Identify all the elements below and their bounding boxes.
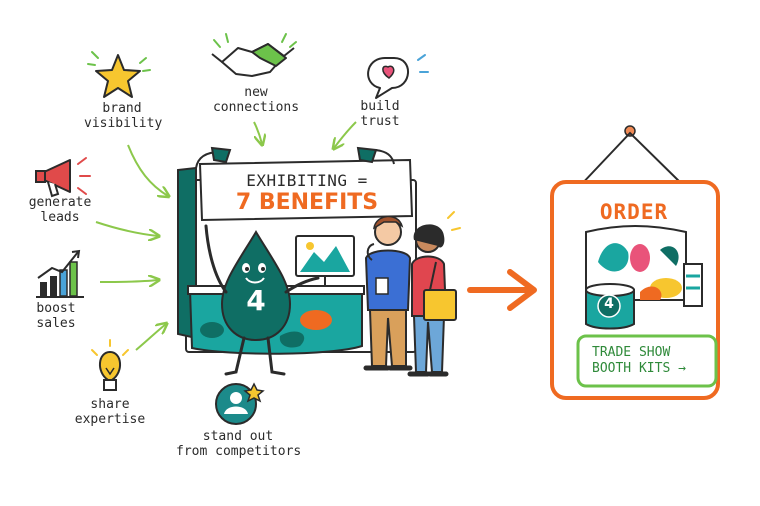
label-share-expertise: share expertise	[74, 397, 146, 427]
order-sign	[550, 125, 720, 400]
label-generate-leads: generate leads	[28, 195, 92, 225]
arrow-build-trust	[334, 121, 357, 148]
arrow-share-expertise	[135, 324, 166, 351]
arrow-right-icon	[467, 269, 537, 311]
benefit-arrows	[95, 121, 357, 351]
lightbulb-icon	[91, 339, 129, 391]
handshake-icon	[211, 33, 297, 77]
booth-banner-title: EXHIBITING =	[246, 171, 368, 190]
monitor-icon	[295, 235, 355, 287]
label-new-connections: new connections	[212, 85, 300, 115]
bar-chart-icon	[36, 249, 84, 298]
lamp-icon	[356, 146, 395, 165]
drum-number: 4	[604, 296, 614, 312]
arrow-boost-sales	[99, 280, 158, 282]
arrow-new-connections	[253, 121, 262, 144]
label-stand-out: stand out from competitors	[176, 429, 302, 459]
megaphone-icon	[35, 157, 91, 198]
label-build-trust: build trust	[360, 99, 400, 129]
visitor-woman	[407, 211, 461, 377]
arrow-generate-leads	[95, 221, 158, 236]
mascot-drop	[204, 224, 320, 376]
label-boost-sales: boost sales	[36, 301, 76, 331]
mascot-number: 4	[246, 284, 266, 317]
order-kits-button[interactable]: TRADE SHOW BOOTH KITS →	[592, 345, 686, 376]
heart-speech-bubble-icon	[367, 54, 429, 99]
arrow-brand-visibility	[127, 144, 168, 196]
order-title: ORDER	[599, 200, 669, 224]
person-star-badge-icon	[215, 382, 265, 425]
lamp-icon	[195, 146, 232, 169]
booth-banner-benefits: 7 BENEFITS	[235, 190, 379, 215]
order-kits-button-frame	[576, 334, 718, 388]
label-brand-visibility: brand visibility	[84, 101, 163, 131]
visitor-man	[363, 215, 413, 371]
star-icon	[87, 51, 151, 98]
